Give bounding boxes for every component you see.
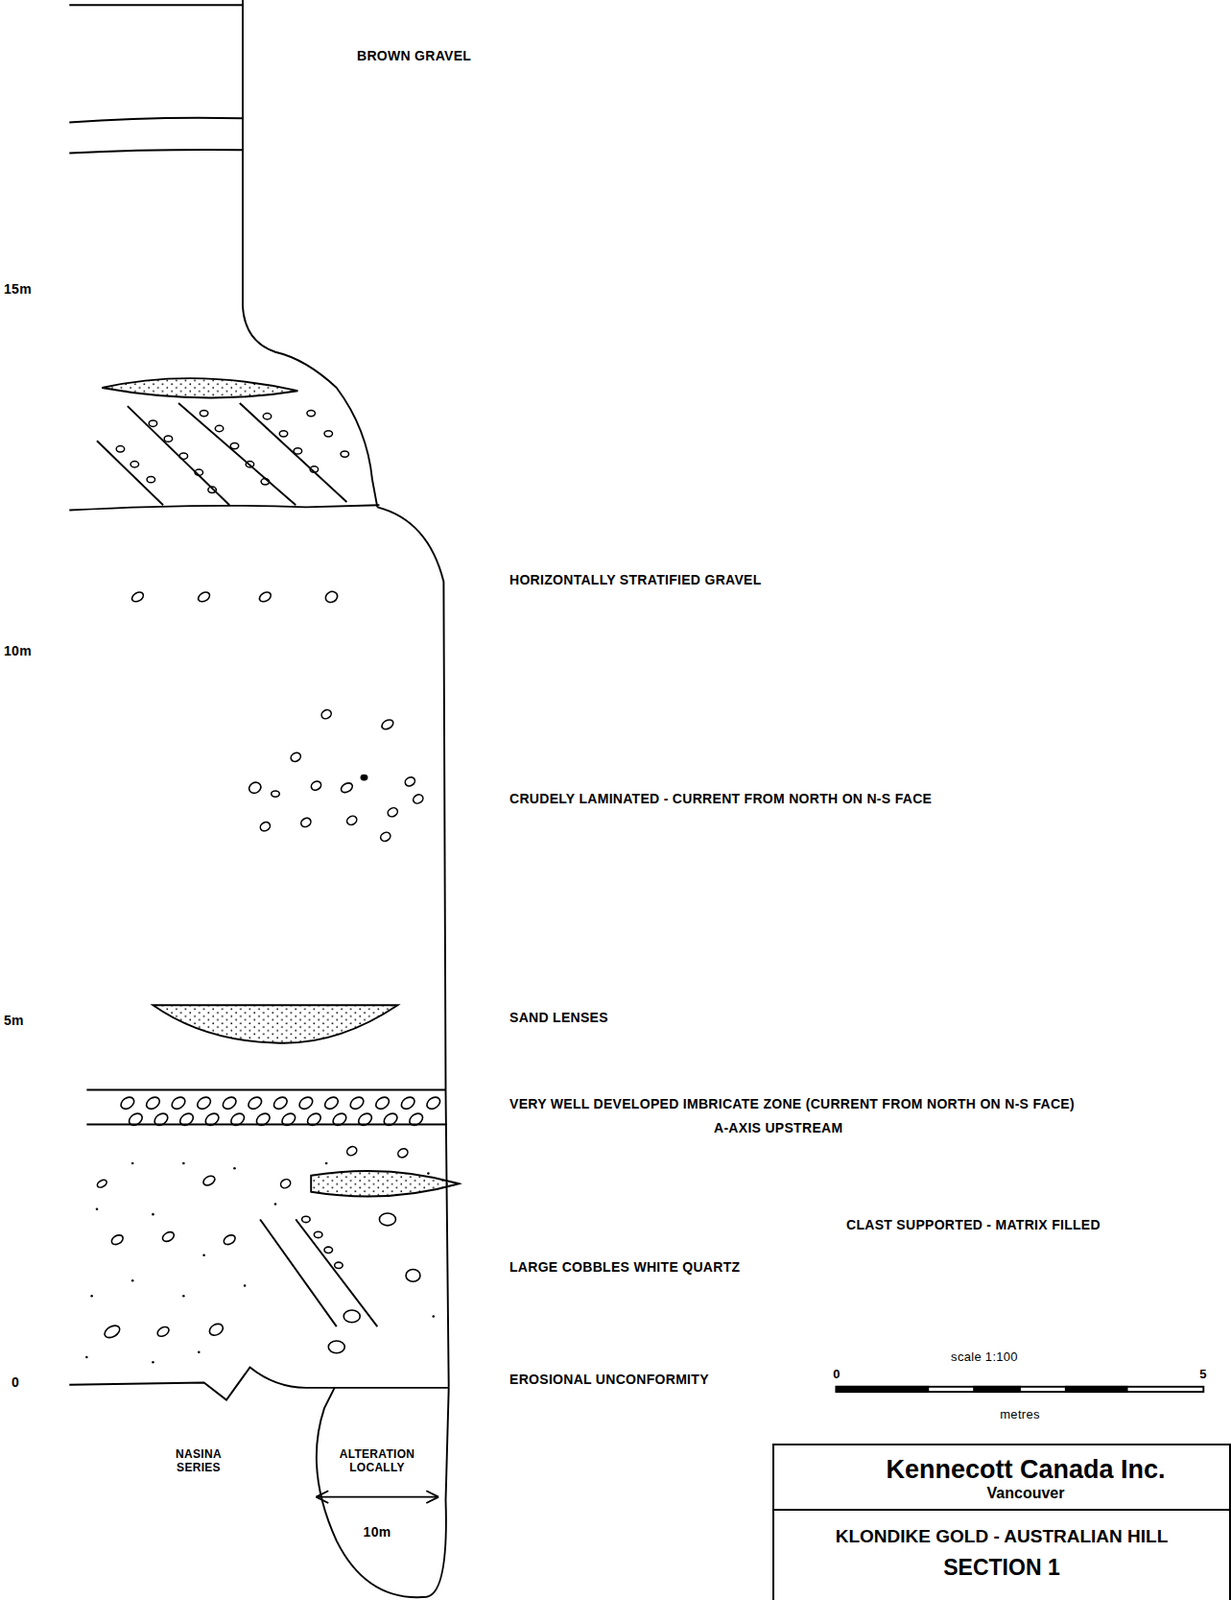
depth-mark: 15m <box>3 281 32 298</box>
imbricate-clast <box>348 1094 366 1112</box>
unit-label: SAND LENSES <box>509 1009 609 1026</box>
block-subheading: Vancouver <box>831 1484 1220 1502</box>
imbricate-clast <box>425 1094 443 1112</box>
depth-mark: 5m <box>3 1012 24 1029</box>
imbricate-clast <box>169 1094 188 1112</box>
imbricate-clast <box>152 1111 170 1128</box>
imbricate-clast <box>280 1111 298 1128</box>
imbricate-clast <box>246 1094 264 1112</box>
scale-tick: 0 <box>832 1366 841 1382</box>
imbricate-clast <box>254 1111 272 1128</box>
company-block: Kennecott Canada Inc.Vancouver <box>772 1443 1231 1511</box>
unit-label: VERY WELL DEVELOPED IMBRICATE ZONE (CURR… <box>509 1095 1075 1113</box>
unit-label: BROWN GRAVEL <box>356 47 472 65</box>
imbricate-clast <box>373 1094 391 1112</box>
unit-label: EROSIONAL UNCONFORMITY <box>509 1371 710 1388</box>
imbricate-clast <box>331 1111 349 1128</box>
scale-text: scale 1:100 <box>950 1349 1018 1365</box>
imbricate-clast <box>297 1094 315 1112</box>
imbricate-clast <box>322 1094 340 1112</box>
unit-label: CRUDELY LAMINATED - CURRENT FROM NORTH O… <box>509 790 932 807</box>
block-heading: Kennecott Canada Inc. <box>831 1454 1220 1485</box>
unit-label: HORIZONTALLY STRATIFIED GRAVEL <box>509 571 762 589</box>
imbricate-clast <box>203 1111 221 1128</box>
imbricate-clast <box>143 1094 162 1112</box>
unit-note: A-AXIS UPSTREAM <box>713 1119 843 1137</box>
imbricate-clast <box>355 1111 374 1128</box>
imbricate-clast <box>399 1094 417 1112</box>
depth-mark: 0 <box>11 1373 20 1391</box>
imbricate-clast <box>118 1094 137 1112</box>
unit-note: CLAST SUPPORTED - MATRIX FILLED <box>846 1216 1101 1233</box>
title-block: KLONDIKE GOLD - AUSTRALIAN HILL SECTION 1 <box>772 1508 1231 1600</box>
imbricate-clast <box>407 1111 426 1128</box>
imbricate-clast <box>381 1111 400 1128</box>
imbricate-clast <box>271 1094 289 1112</box>
imbricate-clast <box>229 1111 247 1128</box>
unit-label: LARGE COBBLES WHITE QUARTZ <box>509 1258 740 1276</box>
imbricate-clast <box>305 1111 323 1128</box>
block-heading: KLONDIKE GOLD - AUSTRALIAN HILL <box>783 1525 1220 1547</box>
imbricate-clast <box>177 1111 195 1128</box>
scale-unit: metres <box>999 1406 1041 1422</box>
imbricate-clast <box>220 1094 238 1112</box>
imbricate-clast <box>194 1094 213 1112</box>
scale-tick: 5 <box>1199 1366 1208 1382</box>
imbricate-clast <box>126 1111 144 1128</box>
block-subheading: SECTION 1 <box>783 1554 1220 1580</box>
dimension-label: 10m <box>363 1523 392 1540</box>
alteration-label: ALTERATION LOCALLY <box>329 1446 426 1475</box>
depth-mark: 10m <box>3 642 32 660</box>
bedrock-label: NASINA SERIES <box>160 1446 237 1475</box>
